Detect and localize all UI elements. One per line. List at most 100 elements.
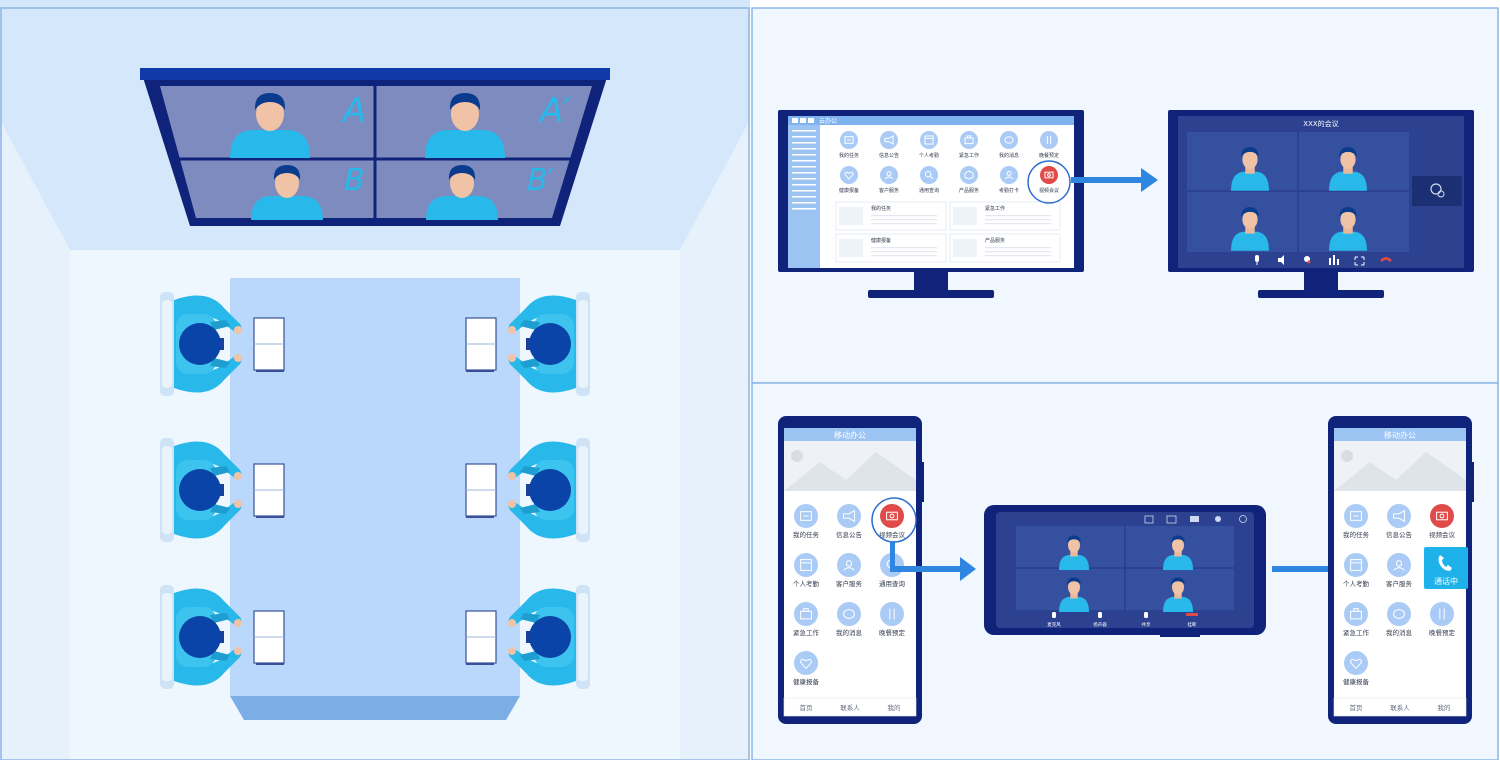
app-label: 晚餐预定: [1429, 628, 1456, 637]
hang-up-icon[interactable]: [1380, 257, 1392, 262]
video-meeting-icon: [1040, 166, 1058, 184]
mobile-app-title: 移动办公: [834, 430, 866, 440]
message-app-button[interactable]: 我的消息: [836, 602, 863, 637]
app-label: 我的消息: [836, 628, 863, 637]
box-app-button[interactable]: 产品服务: [959, 166, 979, 194]
heart-icon: [1344, 651, 1368, 675]
megaphone-icon: [880, 131, 898, 149]
tab-1[interactable]: 联系人: [1390, 703, 1410, 712]
dinner-icon: [1040, 131, 1058, 149]
dashboard-card[interactable]: 我的任务: [835, 201, 947, 231]
dinner-icon: [880, 602, 904, 626]
task-app-button[interactable]: 我的任务: [839, 131, 859, 159]
dinner-app-button[interactable]: 晚餐预定: [879, 602, 906, 637]
tab-2[interactable]: 我的: [1438, 703, 1452, 712]
briefcase-app-button[interactable]: 紧急工作: [959, 131, 979, 159]
message-app-button[interactable]: 我的消息: [999, 131, 1019, 159]
quadrant-label-a-prime: A′: [538, 91, 571, 131]
svg-text:首页: 首页: [800, 703, 814, 712]
dinner-app-button[interactable]: 晚餐预定: [1429, 602, 1456, 637]
desktop-window-title: 云办公: [819, 117, 837, 125]
megaphone-app-button[interactable]: 信息公告: [1386, 504, 1413, 539]
banner-image: [784, 441, 916, 491]
tab-0[interactable]: 首页: [800, 703, 814, 712]
task-icon: [840, 131, 858, 149]
briefcase-app-button[interactable]: 紧急工作: [793, 602, 820, 637]
sidebar-line: [792, 154, 816, 156]
app-label: 晚餐预定: [879, 628, 906, 637]
share-screen-icon[interactable]: [1430, 183, 1445, 198]
microphone-icon[interactable]: [1255, 255, 1259, 265]
tab-1[interactable]: 联系人: [840, 703, 860, 712]
phone-icon: [1438, 555, 1452, 571]
app-label: 个人考勤: [793, 579, 820, 588]
mobile-calling-phone: 移动办公 我的任务信息公告视频会议个人考勤客户服务通用查询紧急工作我的消息晚餐预…: [1328, 416, 1474, 724]
megaphone-app-button[interactable]: 信息公告: [836, 504, 863, 539]
meeting-control-2[interactable]: 共享: [1142, 612, 1151, 628]
speaker-icon[interactable]: [1278, 255, 1284, 265]
app-label: 健康报备: [1343, 677, 1370, 686]
flow-arrow: [1071, 168, 1158, 192]
stats-icon[interactable]: [1329, 255, 1339, 265]
dashboard-card[interactable]: 产品服务: [949, 233, 1061, 263]
megaphone-icon: [1387, 504, 1411, 528]
app-label: 紧急工作: [959, 152, 979, 159]
sidebar-line: [792, 136, 816, 138]
sidebar-line: [792, 196, 816, 198]
calendar-app-button[interactable]: 个人考勤: [793, 553, 820, 588]
in-call-badge[interactable]: 通话中: [1424, 547, 1468, 589]
dinner-app-button[interactable]: 晚餐预定: [1039, 131, 1059, 159]
dashboard-card[interactable]: 健康报备: [835, 233, 947, 263]
meeting-control-0[interactable]: 麦克风: [1047, 612, 1061, 628]
app-label: 信息公告: [836, 530, 863, 539]
calendar-icon: [920, 131, 938, 149]
app-label: 个人考勤: [919, 152, 939, 159]
top-toolbar: [1144, 515, 1247, 524]
svg-text:扬声器: 扬声器: [1093, 621, 1107, 628]
app-label: 客户服务: [1386, 579, 1413, 588]
tab-0[interactable]: 首页: [1350, 703, 1364, 712]
calendar-icon: [794, 553, 818, 577]
task-icon: [794, 504, 818, 528]
dashboard-card[interactable]: 紧急工作: [949, 201, 1061, 231]
service-app-button[interactable]: 客户服务: [879, 166, 899, 194]
video-meeting-app-button[interactable]: 视频会议: [879, 504, 906, 539]
calendar-app-button[interactable]: 个人考勤: [919, 131, 939, 159]
briefcase-app-button[interactable]: 紧急工作: [1343, 602, 1370, 637]
app-label: 客户服务: [836, 579, 863, 588]
task-app-button[interactable]: 我的任务: [1343, 504, 1370, 539]
service-icon: [1387, 553, 1411, 577]
megaphone-app-button[interactable]: 信息公告: [879, 131, 899, 159]
calendar-app-button[interactable]: 个人考勤: [1343, 553, 1370, 588]
video-meeting-app-button[interactable]: 视频会议: [1429, 504, 1456, 539]
heart-app-button[interactable]: 健康报备: [1343, 651, 1370, 686]
app-label: 通用查询: [879, 579, 906, 588]
service-app-button[interactable]: 客户服务: [1386, 553, 1413, 588]
clock-in-app-button[interactable]: 考勤打卡: [999, 166, 1019, 194]
card-title: 我的任务: [871, 205, 891, 212]
heart-app-button[interactable]: 健康报备: [793, 651, 820, 686]
task-app-button[interactable]: 我的任务: [793, 504, 820, 539]
quadrant-label-a: A: [341, 91, 366, 131]
meeting-control-1[interactable]: 扬声器: [1093, 612, 1107, 628]
heart-app-button[interactable]: 健康报备: [839, 166, 859, 194]
video-meeting-icon: [880, 504, 904, 528]
app-label: 我的消息: [999, 152, 1019, 159]
briefcase-icon: [960, 131, 978, 149]
svg-text:挂断: 挂断: [1188, 621, 1197, 628]
video-meeting-app-button[interactable]: 视频会议: [1039, 166, 1059, 194]
service-app-button[interactable]: 客户服务: [836, 553, 863, 588]
fullscreen-icon[interactable]: [1354, 256, 1365, 266]
tab-2[interactable]: 我的: [888, 703, 902, 712]
sidebar-line: [792, 208, 816, 210]
service-icon: [837, 553, 861, 577]
service-icon: [880, 166, 898, 184]
camera-toggle-icon[interactable]: [1304, 256, 1311, 264]
meeting-control-3[interactable]: 挂断: [1186, 613, 1198, 628]
message-icon: [837, 602, 861, 626]
message-app-button[interactable]: 我的消息: [1386, 602, 1413, 637]
search-app-button[interactable]: 通用查询: [919, 166, 939, 194]
app-label: 我的任务: [793, 530, 820, 539]
sidebar-line: [792, 130, 816, 132]
